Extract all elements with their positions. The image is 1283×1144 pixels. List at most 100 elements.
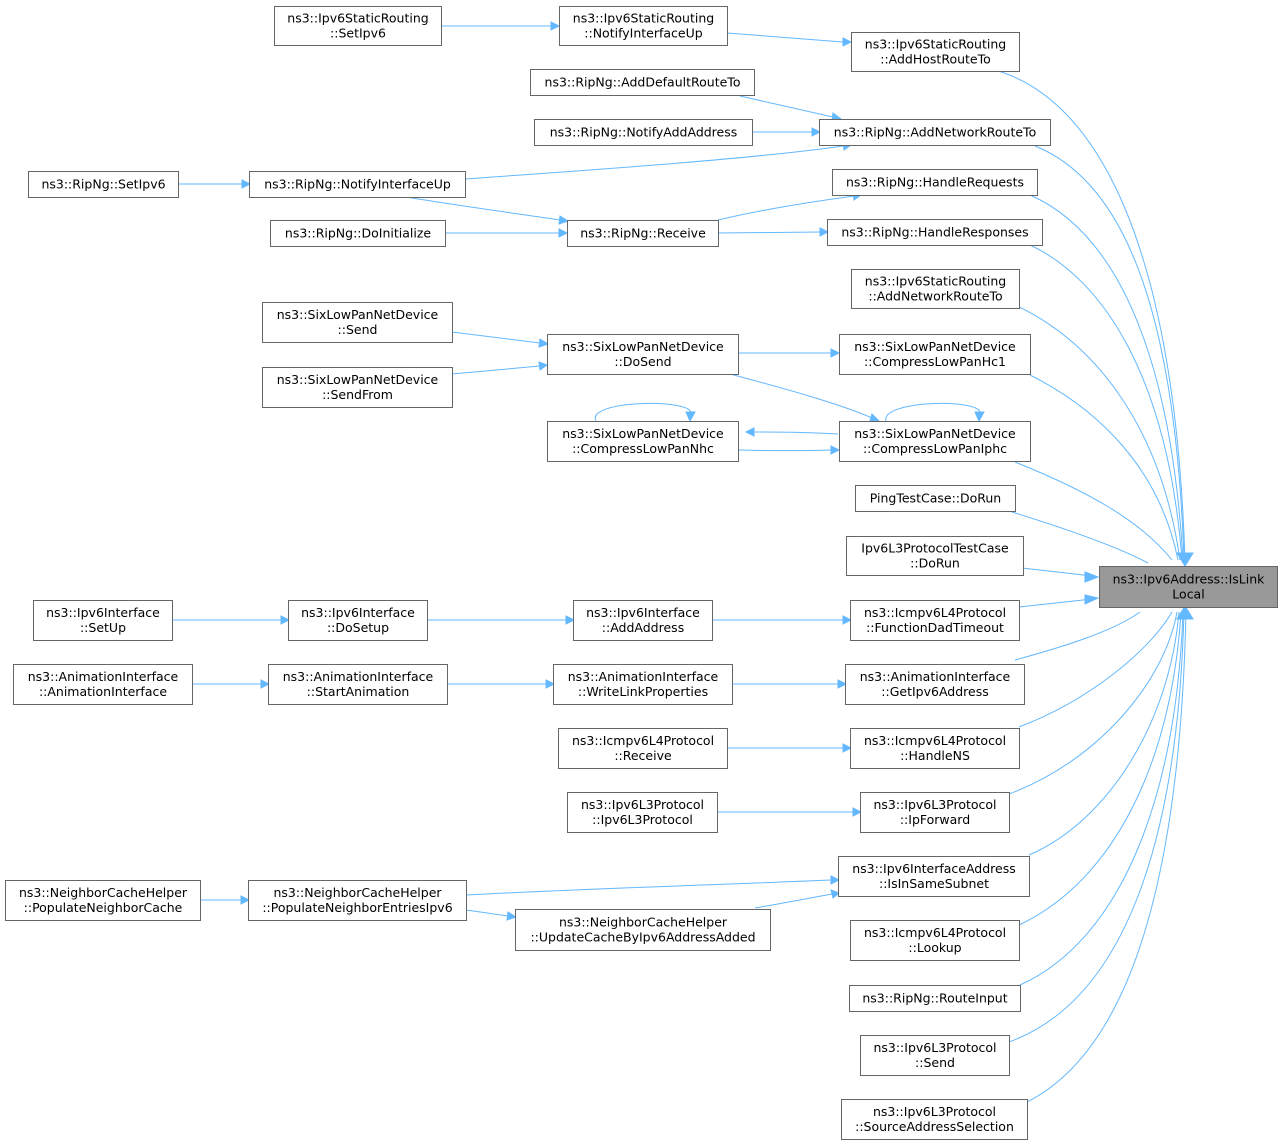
node-ctor-anim[interactable]: ns3::AnimationInterface::AnimationInterf… — [13, 664, 193, 705]
node-handlens-icmp[interactable]: ns3::Icmpv6L4Protocol::HandleNS — [850, 728, 1020, 769]
node-label: ::PopulateNeighborEntriesIpv6 — [262, 900, 452, 915]
edge-to-root — [1034, 145, 1185, 561]
node-box — [838, 856, 1030, 897]
node-adddefault-rip[interactable]: ns3::RipNg::AddDefaultRouteTo — [530, 69, 755, 96]
graph-edges — [171, 21, 1194, 1103]
node-notifyadd-rip[interactable]: ns3::RipNg::NotifyAddAddress — [534, 119, 753, 146]
node-box — [5, 880, 201, 921]
node-label: ::IpForward — [900, 812, 970, 827]
node-hc1-6lp[interactable]: ns3::SixLowPanNetDevice::CompressLowPanH… — [839, 334, 1031, 375]
node-setipv6-rip[interactable]: ns3::RipNg::SetIpv6 — [28, 171, 179, 198]
edge-arrowhead — [240, 895, 251, 905]
node-getipv6-anim[interactable]: ns3::AnimationInterface::GetIpv6Address — [845, 664, 1025, 705]
node-setup-if[interactable]: ns3::Ipv6Interface::SetUp — [33, 600, 173, 641]
node-dadtimeout-icmp[interactable]: ns3::Icmpv6L4Protocol::FunctionDadTimeou… — [850, 600, 1020, 641]
edge-popentries-updatecache — [465, 909, 509, 917]
node-ipv6l3test-dorun[interactable]: Ipv6L3ProtocolTestCase::DoRun — [846, 536, 1024, 576]
node-label: ns3::AnimationInterface — [860, 669, 1011, 684]
node-box — [850, 600, 1020, 641]
node-iphc-6lp[interactable]: ns3::SixLowPanNetDevice::CompressLowPanI… — [839, 421, 1031, 462]
node-populate-nch[interactable]: ns3::NeighborCacheHelper::PopulateNeighb… — [5, 880, 201, 921]
node-box — [515, 909, 771, 951]
node-label: ::Send — [915, 1055, 955, 1070]
node-box — [851, 32, 1020, 72]
node-ctor-l3[interactable]: ns3::Ipv6L3Protocol::Ipv6L3Protocol — [567, 792, 718, 833]
node-handleresp-rip[interactable]: ns3::RipNg::HandleResponses — [827, 219, 1043, 246]
node-label: ::DoSend — [614, 354, 671, 369]
node-label: ns3::RipNg::SetIpv6 — [41, 177, 165, 192]
node-box — [530, 69, 755, 96]
node-label: ns3::RipNg::HandleRequests — [846, 175, 1024, 190]
node-notifyup-static[interactable]: ns3::Ipv6StaticRouting::NotifyInterfaceU… — [559, 6, 728, 46]
edge-arrowhead — [550, 21, 561, 31]
node-label: ns3::Ipv6L3Protocol — [873, 797, 996, 812]
node-box — [28, 171, 179, 198]
node-label: ns3::Ipv6StaticRouting — [287, 11, 428, 26]
edge-arrowhead — [869, 413, 881, 422]
node-addhost-static[interactable]: ns3::Ipv6StaticRouting::AddHostRouteTo — [851, 32, 1020, 72]
node-box — [553, 664, 733, 705]
node-start-anim[interactable]: ns3::AnimationInterface::StartAnimation — [268, 664, 448, 705]
node-updatecache-nch[interactable]: ns3::NeighborCacheHelper::UpdateCacheByI… — [515, 909, 771, 951]
node-addnetwork-static[interactable]: ns3::Ipv6StaticRouting::AddNetworkRouteT… — [851, 269, 1020, 309]
node-label: ns3::NeighborCacheHelper — [273, 885, 442, 900]
node-box — [33, 600, 173, 641]
edge-arrowhead — [1176, 552, 1194, 567]
edge-adddefault-addnetwork — [739, 95, 834, 118]
node-label: ::HandleNS — [900, 748, 970, 763]
node-label: ns3::RipNg::AddDefaultRouteTo — [545, 75, 741, 90]
node-send-6lp[interactable]: ns3::SixLowPanNetDevice::Send — [262, 302, 453, 343]
edge-nhc-self — [595, 402, 692, 422]
node-receive-rip[interactable]: ns3::RipNg::Receive — [567, 220, 719, 247]
node-writelink-anim[interactable]: ns3::AnimationInterface::WriteLinkProper… — [553, 664, 733, 705]
node-sameSubnet-ifaddr[interactable]: ns3::Ipv6InterfaceAddress::IsInSameSubne… — [838, 856, 1030, 897]
node-box — [559, 6, 728, 46]
node-dosend-6lp[interactable]: ns3::SixLowPanNetDevice::DoSend — [547, 334, 739, 375]
node-label: ::DoRun — [910, 556, 960, 571]
edge-updatecache-samesubnet — [754, 893, 833, 909]
node-label: Ipv6L3ProtocolTestCase — [861, 541, 1009, 556]
node-ping-dorun[interactable]: PingTestCase::DoRun — [855, 485, 1016, 512]
edge-to-root — [1026, 611, 1187, 1103]
node-box — [845, 664, 1025, 705]
node-popentries-nch[interactable]: ns3::NeighborCacheHelper::PopulateNeighb… — [248, 880, 467, 921]
edge-arrowhead — [811, 127, 822, 137]
node-label: ns3::Icmpv6L4Protocol — [572, 733, 714, 748]
node-handlereq-rip[interactable]: ns3::RipNg::HandleRequests — [832, 169, 1038, 196]
node-label: ns3::Ipv6L3Protocol — [873, 1104, 996, 1119]
node-label: ::IsInSameSubnet — [879, 876, 989, 891]
node-dosetup-if[interactable]: ns3::Ipv6Interface::DoSetup — [288, 600, 428, 641]
node-addnetwork-rip[interactable]: ns3::RipNg::AddNetworkRouteTo — [819, 119, 1051, 146]
edge-arrowhead — [830, 875, 841, 885]
node-box — [547, 334, 739, 375]
edge-arrowhead — [830, 445, 841, 455]
edge-nhc-iphc — [737, 449, 832, 452]
node-doinit-rip[interactable]: ns3::RipNg::DoInitialize — [270, 220, 446, 247]
node-box — [846, 536, 1024, 576]
node-box — [1099, 566, 1278, 608]
node-nhc-6lp[interactable]: ns3::SixLowPanNetDevice::CompressLowPanN… — [547, 421, 739, 462]
node-box — [268, 664, 448, 705]
node-box — [249, 171, 466, 198]
node-box — [850, 728, 1020, 769]
node-label: ns3::AnimationInterface — [568, 669, 719, 684]
node-box — [567, 792, 718, 833]
node-setipv6-static[interactable]: ns3::Ipv6StaticRouting::SetIpv6 — [274, 6, 442, 46]
edge-popentries-samesubnet — [465, 879, 832, 896]
node-notifyup-rip[interactable]: ns3::RipNg::NotifyInterfaceUp — [249, 171, 466, 198]
node-ipforward-l3[interactable]: ns3::Ipv6L3Protocol::IpForward — [860, 792, 1010, 833]
node-addaddr-if[interactable]: ns3::Ipv6Interface::AddAddress — [573, 600, 713, 641]
node-send-l3[interactable]: ns3::Ipv6L3Protocol::Send — [860, 1035, 1010, 1076]
node-label: ::PopulateNeighborCache — [24, 900, 183, 915]
edge-to-root — [1014, 304, 1181, 561]
node-sendfrom-6lp[interactable]: ns3::SixLowPanNetDevice::SendFrom — [262, 367, 453, 408]
graph-nodes: ns3::Ipv6StaticRouting::SetIpv6ns3::Ipv6… — [5, 6, 1278, 1140]
node-label: ns3::RipNg::HandleResponses — [841, 225, 1028, 240]
edge-to-root — [1014, 461, 1173, 561]
edge-arrowhead — [830, 348, 841, 358]
node-lookup-icmp[interactable]: ns3::Icmpv6L4Protocol::Lookup — [850, 920, 1020, 961]
node-routeinput-rip[interactable]: ns3::RipNg::RouteInput — [849, 985, 1021, 1012]
node-receive-icmp[interactable]: ns3::Icmpv6L4Protocol::Receive — [558, 728, 728, 769]
node-srcaddr-l3[interactable]: ns3::Ipv6L3Protocol::SourceAddressSelect… — [841, 1099, 1028, 1140]
